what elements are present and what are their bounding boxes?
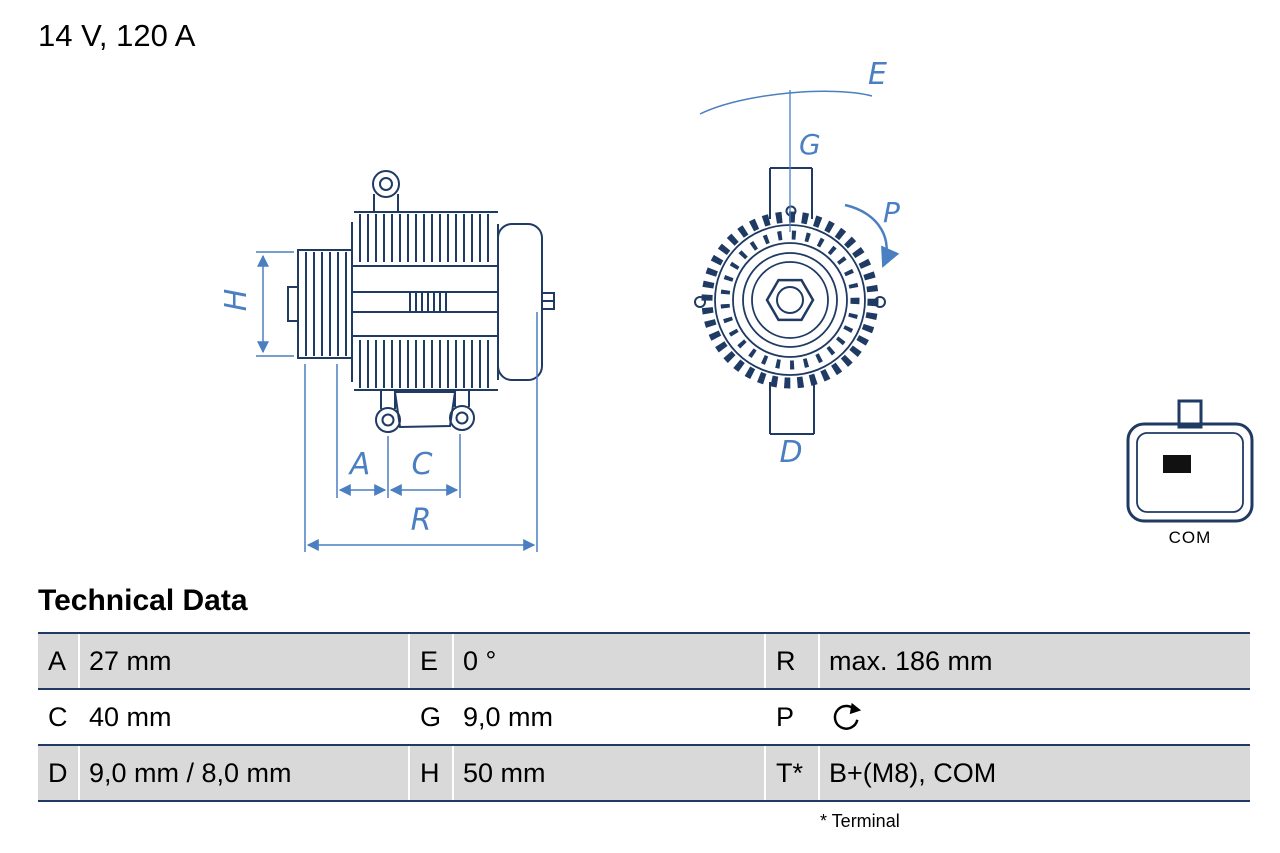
spec-key-c: C	[38, 690, 80, 744]
front-view-dimension-lines	[699, 90, 900, 268]
spec-key-a: A	[38, 634, 80, 688]
pulley	[287, 249, 353, 359]
technical-data-section: Technical Data A 27 mm E 0 ° R max. 186 …	[38, 584, 1250, 832]
spec-key-g: G	[410, 690, 454, 744]
spec-key-p: P	[766, 690, 820, 744]
dimension-label-d: D	[779, 435, 802, 470]
spec-value-t: B+(M8), COM	[829, 757, 997, 788]
dimension-label-e: E	[868, 57, 887, 92]
spec-value-p	[820, 690, 1250, 744]
rear-cover	[497, 223, 555, 381]
terminal-footnote: * Terminal	[820, 811, 900, 831]
product-rating: 14 V, 120 A	[38, 18, 196, 53]
front-bottom-mount	[769, 382, 815, 435]
mount-hole-left	[694, 296, 706, 308]
bottom-mounting-lugs	[375, 390, 475, 433]
com-connector	[1126, 399, 1254, 523]
table-row: C 40 mm G 9,0 mm P	[38, 688, 1250, 744]
spec-value-e: 0 °	[454, 634, 766, 688]
spec-value-g: 9,0 mm	[454, 690, 766, 744]
dimension-label-h: H	[219, 289, 254, 312]
spec-key-h: H	[410, 746, 454, 800]
dimension-label-p: P	[883, 196, 900, 229]
mount-hole-right	[874, 296, 886, 308]
housing-body	[351, 211, 498, 391]
dimension-label-g: G	[799, 128, 821, 161]
spec-value-d: 9,0 mm / 8,0 mm	[80, 746, 410, 800]
side-view-dimension-lines	[256, 251, 538, 552]
alternator-side-view	[287, 170, 555, 433]
shaft-nut	[765, 278, 815, 322]
rotation-direction-icon	[833, 702, 862, 730]
connector-pin	[1163, 455, 1191, 473]
table-row: A 27 mm E 0 ° R max. 186 mm	[38, 632, 1250, 688]
front-housing-rings	[701, 211, 879, 389]
spec-value-a: 27 mm	[80, 634, 410, 688]
spec-key-e: E	[410, 634, 454, 688]
dimension-label-a: A	[348, 447, 371, 482]
spec-value-h: 50 mm	[454, 746, 766, 800]
table-row: D 9,0 mm / 8,0 mm H 50 mm T* B+(M8), COM	[38, 744, 1250, 800]
top-mounting-lug	[372, 170, 400, 212]
technical-data-heading: Technical Data	[38, 584, 248, 617]
spec-key-t: T*	[766, 746, 820, 800]
connector-label: COM	[1169, 528, 1212, 547]
spec-value-r: max. 186 mm	[829, 645, 993, 676]
dimension-label-c: C	[412, 447, 433, 482]
technical-data-table: A 27 mm E 0 ° R max. 186 mm C 40 mm G 9,…	[38, 632, 1250, 802]
spec-key-d: D	[38, 746, 80, 800]
spec-key-r: R	[766, 634, 820, 688]
spec-value-c: 40 mm	[80, 690, 410, 744]
dimension-label-r: R	[411, 503, 432, 538]
technical-drawing: H A C R	[219, 57, 1254, 552]
front-top-mount	[769, 167, 813, 219]
